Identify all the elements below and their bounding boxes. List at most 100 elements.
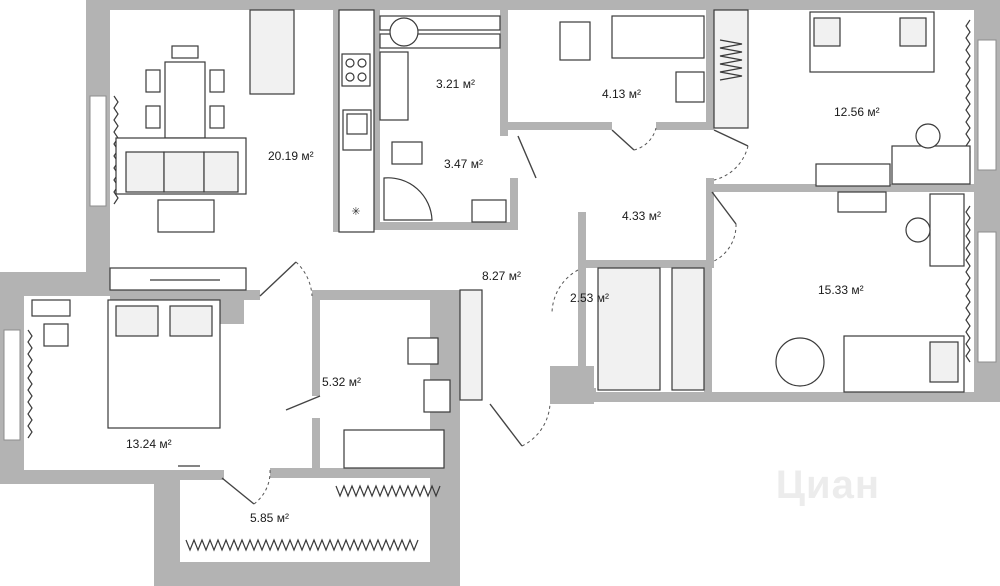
sofa-cushion <box>163 151 205 193</box>
wall-sauna-left <box>374 10 380 224</box>
kitchen-furniture: ✳ <box>338 9 375 233</box>
box-icon <box>43 323 69 347</box>
kitchen-sink-icon <box>342 109 372 151</box>
pillow <box>813 17 841 47</box>
hangers <box>719 39 743 81</box>
door-swing <box>633 127 657 151</box>
wall-bottom-right <box>592 392 974 402</box>
wardrobe-hall <box>459 289 483 401</box>
area-label-hall-small: 4.33 м² <box>622 209 661 223</box>
sauna-furniture <box>379 15 507 223</box>
pillow <box>899 17 927 47</box>
door <box>517 135 537 179</box>
area-label-bedroom-left: 13.24 м² <box>126 437 172 451</box>
bedroom-left-furniture <box>31 299 221 467</box>
pillow <box>115 305 159 337</box>
washbasin-icon <box>423 379 451 413</box>
area-label-bedroom-right: 15.33 м² <box>818 283 864 297</box>
shower-tray <box>383 177 433 221</box>
wall-wardrobe-right <box>430 520 460 586</box>
sauna-bench-side <box>379 51 409 121</box>
door <box>259 261 297 297</box>
wall-shower-right <box>510 178 518 230</box>
nightstand <box>31 299 71 317</box>
wall-closet-left <box>578 212 586 368</box>
area-labels: 20.19 м² 3.21 м² 3.47 м² 4.13 м² 12.56 м… <box>126 77 880 525</box>
wall-left-bedroom-bottom <box>0 470 180 484</box>
wardrobe-top <box>713 9 749 129</box>
coffee-table <box>157 199 215 233</box>
wall-bath-top-bottom-right <box>656 122 714 130</box>
door <box>711 191 737 225</box>
fan-icon: ✳ <box>351 206 360 218</box>
chair <box>145 105 161 129</box>
area-label-bath-top: 4.13 м² <box>602 87 641 101</box>
pillow <box>929 341 959 383</box>
desk <box>891 145 971 185</box>
door-swing <box>521 403 551 447</box>
chair <box>171 45 199 59</box>
washbasin-icon <box>675 71 705 103</box>
bath-top-furniture <box>559 9 749 129</box>
area-label-living: 20.19 м² <box>268 149 314 163</box>
desk <box>815 163 891 187</box>
wall-bedrooms-divider <box>714 184 974 192</box>
burner <box>345 72 355 82</box>
burner <box>357 58 367 68</box>
tv-stand <box>109 267 247 291</box>
door-swing <box>253 469 271 505</box>
office-chair-icon <box>905 217 931 243</box>
window-bedroom-top-right <box>977 39 997 171</box>
door <box>611 129 635 151</box>
sofa-cushion <box>125 151 165 193</box>
wall-bath-middle-left-low <box>312 418 320 474</box>
wall-closet-bottom <box>586 388 596 402</box>
burner <box>357 72 367 82</box>
curtain-bedroom-left <box>27 329 33 439</box>
wall-bath-middle-left <box>312 290 320 396</box>
wall-hall-right <box>706 178 714 268</box>
bath-middle-furniture <box>185 289 483 552</box>
bedroom-right-furniture <box>597 193 965 393</box>
toilet-icon <box>559 21 591 61</box>
living-cabinet <box>249 9 295 95</box>
door <box>285 395 321 411</box>
hangers <box>185 538 419 552</box>
bathtub-icon <box>343 429 445 469</box>
watermark: Циан <box>775 463 880 507</box>
office-chair-icon <box>915 123 941 149</box>
wall-wardrobe-bottom <box>154 562 430 586</box>
sofa-cushion <box>203 151 239 193</box>
wall-kitchen <box>333 10 339 232</box>
wall-shower-bottom <box>374 222 518 230</box>
area-label-wardrobe-bottom: 5.85 м² <box>250 511 289 525</box>
wall-closet-top <box>586 260 712 268</box>
area-label-sauna: 3.21 м² <box>436 77 475 91</box>
door <box>489 403 523 447</box>
window-bedroom-left <box>3 329 21 441</box>
wall-bath-top-bottom <box>500 122 612 130</box>
wardrobe-closet <box>671 267 705 391</box>
living-furniture <box>109 9 295 291</box>
area-label-shower: 3.47 м² <box>444 157 483 171</box>
sauna-stove-icon <box>389 17 419 47</box>
wall-bath-middle-bottom <box>270 468 460 478</box>
window-living <box>89 95 107 207</box>
door-swing <box>551 269 579 315</box>
hangers <box>335 484 441 498</box>
washbasin-icon <box>471 199 507 223</box>
chair <box>209 105 225 129</box>
bedroom-top-right-furniture <box>809 11 971 213</box>
area-label-closet: 2.53 м² <box>570 291 609 305</box>
door-swing <box>713 145 749 181</box>
wall-sauna-right <box>500 10 508 136</box>
doors <box>221 127 749 505</box>
burner <box>345 58 355 68</box>
door <box>221 477 255 505</box>
curtain-bedroom-top-right <box>965 19 971 165</box>
chair <box>209 69 225 93</box>
window-bedroom-right <box>977 231 997 363</box>
pillow <box>169 305 213 337</box>
armchair-icon <box>775 337 825 387</box>
